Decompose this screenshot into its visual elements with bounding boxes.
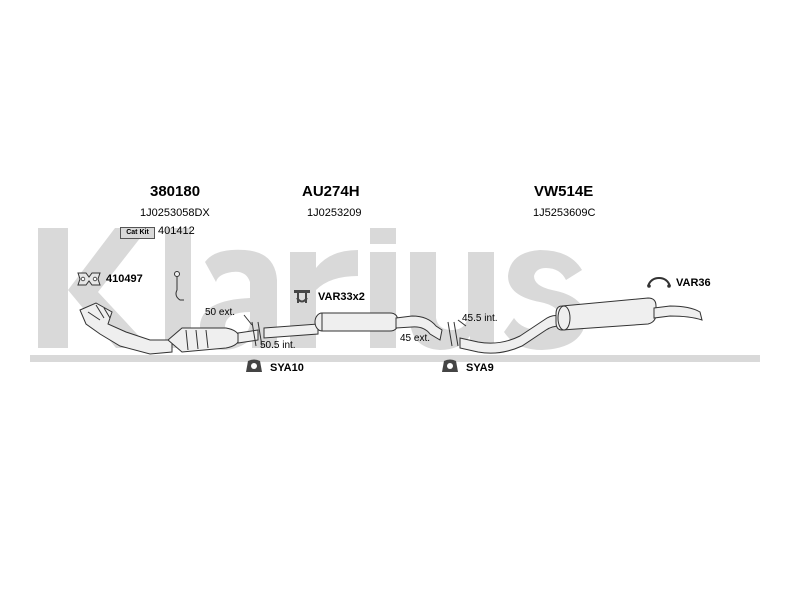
clamp-icon <box>294 290 310 303</box>
cat-kit-badge: Cat Kit <box>120 227 155 239</box>
mount-right-icon <box>442 359 458 372</box>
exhaust-manifold <box>79 302 173 355</box>
joint1-ext-label: 50 ext. <box>205 307 236 318</box>
rear-silencer <box>555 297 657 331</box>
middle-silencer <box>321 312 399 332</box>
cat-kit-code: 401412 <box>158 225 195 237</box>
clamp-code: VAR33x2 <box>318 291 365 303</box>
joint2-int-label: 45.5 int. <box>462 313 498 324</box>
tailpipe <box>653 305 703 321</box>
rear-pipe <box>459 315 561 354</box>
gasket-icon <box>77 272 101 286</box>
mount-left-icon <box>246 359 262 372</box>
hanger-icon <box>647 276 671 288</box>
rear-oe-number: 1J5253609C <box>533 207 596 219</box>
rear-part-code: VW514E <box>534 183 594 200</box>
mount-right-code: SYA9 <box>466 362 494 374</box>
lambda-sensor <box>175 276 184 301</box>
joint1-int-label: 50.5 int. <box>260 340 296 351</box>
middle-pipe <box>263 323 319 339</box>
front-oe-number: 1J0253058DX <box>140 207 210 219</box>
catalytic-converter <box>167 327 241 353</box>
middle-part-code: AU274H <box>302 183 360 200</box>
front-part-code: 380180 <box>150 183 201 200</box>
gasket-code: 410497 <box>106 273 143 285</box>
joint2-ext-label: 45 ext. <box>400 333 431 344</box>
middle-oe-number: 1J0253209 <box>307 207 362 219</box>
mount-left-code: SYA10 <box>270 362 304 374</box>
hanger-code: VAR36 <box>676 277 711 289</box>
